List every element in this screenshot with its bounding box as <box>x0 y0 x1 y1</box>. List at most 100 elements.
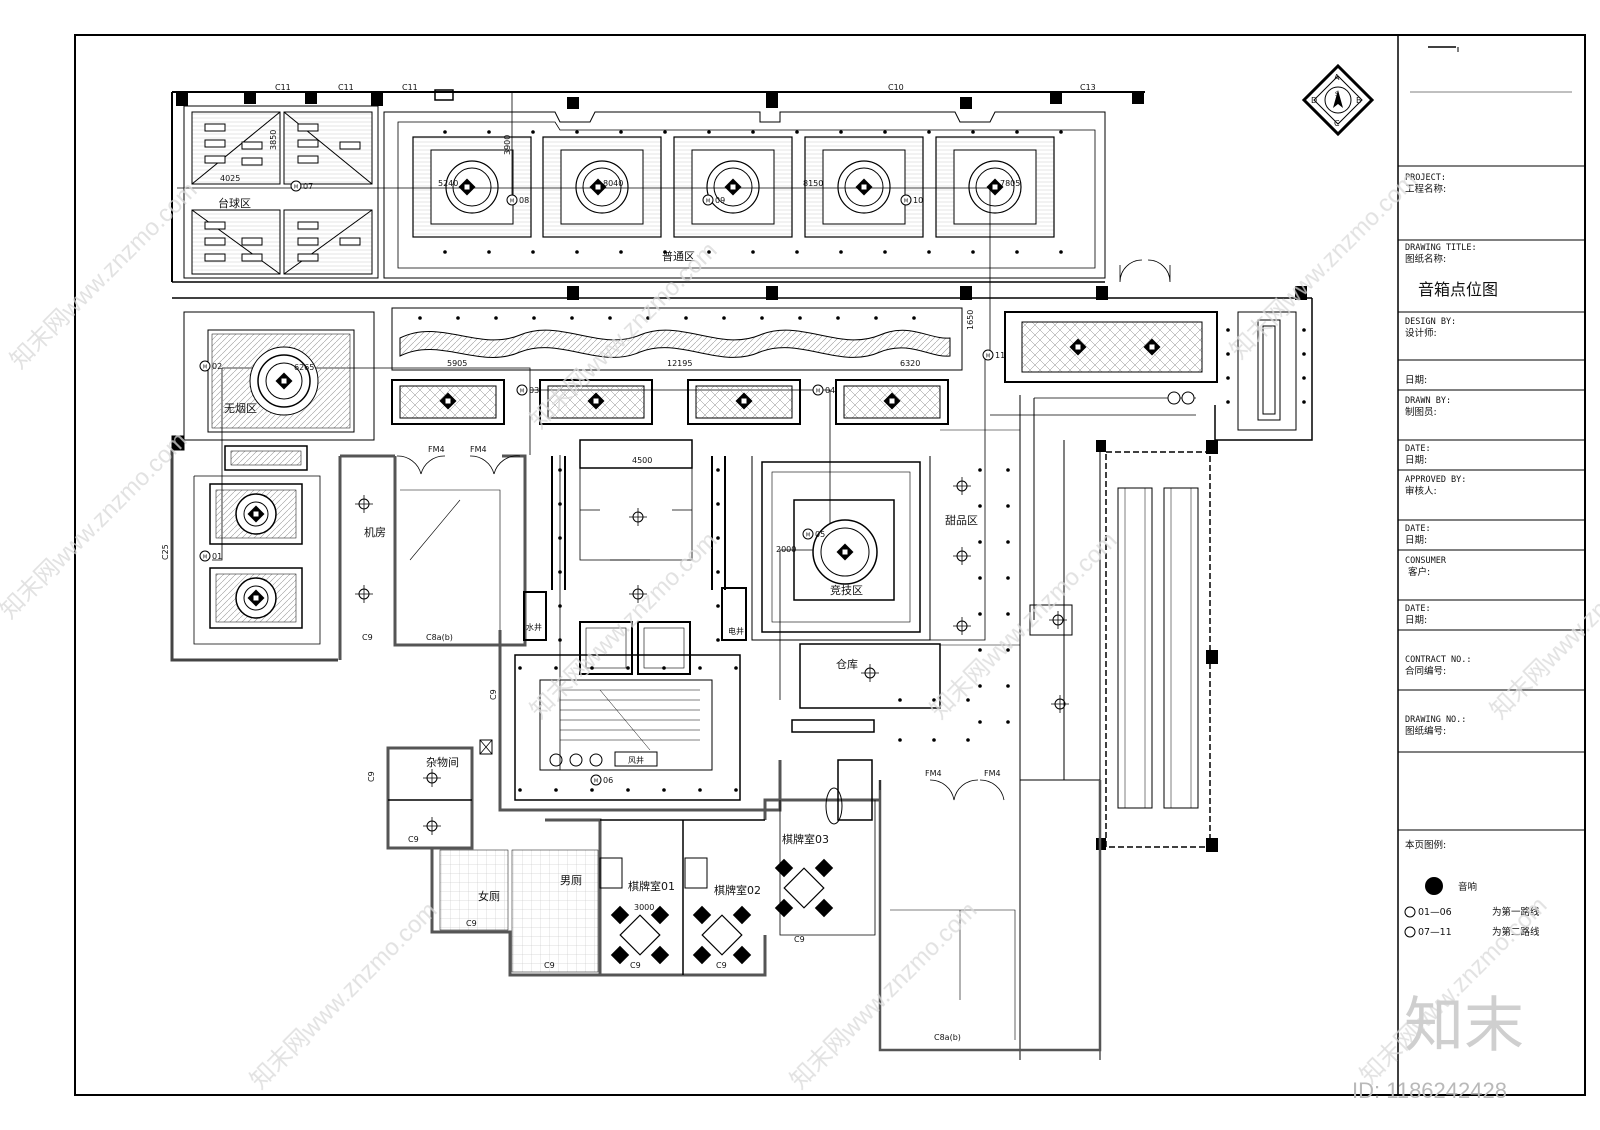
door-tag: C9 <box>408 835 419 844</box>
tb-project-en: PROJECT: <box>1405 173 1446 183</box>
downlight-dot <box>795 250 799 254</box>
door-tag: C10 <box>888 83 904 92</box>
tb-consumer-en: CONSUMER <box>1405 556 1447 566</box>
middle-band: 无烟区 6265 5905 12195 6320 1650 <box>183 259 1313 471</box>
watermark-text: 知末网www.znzmo.com <box>525 527 722 724</box>
downlight-dot <box>662 666 666 670</box>
legend-route2-range: 07—11 <box>1418 927 1452 938</box>
downlight-dot <box>798 316 802 320</box>
right-side: C8a(b) FM4 FM4 <box>878 395 1218 1060</box>
booth-panel <box>835 379 949 425</box>
downlight-dot <box>1006 468 1010 472</box>
speaker-symbol <box>589 178 607 196</box>
legend-speaker-label: 音响 <box>1458 881 1477 893</box>
downlight-dot <box>443 130 447 134</box>
downlight-dot <box>836 316 840 320</box>
downlight-dot <box>978 648 982 652</box>
speaker-crosshair <box>953 477 971 495</box>
dim-label: 4025 <box>220 174 240 183</box>
billiards-area: 台球区 4025 3850 <box>183 105 379 279</box>
downlight-dot <box>978 612 982 616</box>
watermark-text: 知末网www.znzmo.com <box>925 527 1122 724</box>
downlight-dot <box>590 788 594 792</box>
marker-number: 05 <box>815 530 825 539</box>
downlight-dot <box>1006 612 1010 616</box>
door-tag: C9 <box>362 633 373 642</box>
tb-date-en: DATE: <box>1405 524 1431 534</box>
tb-drawn-en: DRAWN BY: <box>1405 396 1451 406</box>
room-label-air-shaft: 风井 <box>628 755 644 765</box>
legend-route1-desc: 为第一路线 <box>1492 906 1540 918</box>
downlight-dot <box>978 576 982 580</box>
card-rooms: 棋牌室01 棋牌室02 棋牌室03 3000 C9 C9 C9 <box>598 759 880 977</box>
speaker-symbol <box>587 392 605 410</box>
downlight-dot <box>883 130 887 134</box>
downlight-dot <box>663 250 667 254</box>
watermark-id: ID: 1186242428 <box>1352 1078 1507 1103</box>
downlight-dot <box>626 666 630 670</box>
marker-number: 03 <box>529 386 539 395</box>
downlight-dot <box>558 536 562 540</box>
dim-label: 8150 <box>803 179 823 188</box>
downlight-dot <box>554 788 558 792</box>
speaker-symbol <box>836 543 854 561</box>
downlight-dot <box>874 316 878 320</box>
downlight-dot <box>1226 328 1230 332</box>
downlight-dot <box>734 666 738 670</box>
room-label-card-02: 棋牌室02 <box>714 883 761 897</box>
downlight-dot <box>898 738 902 742</box>
tb-approved-cn: 审核人: <box>1405 485 1437 497</box>
downlight-dot <box>1302 376 1306 380</box>
downlight-dot <box>971 130 975 134</box>
speaker-crosshair <box>629 508 647 526</box>
downlight-dot <box>684 316 688 320</box>
door-tag: C9 <box>716 961 727 970</box>
downlight-dot <box>716 570 720 574</box>
dim-label: 2000 <box>776 545 796 554</box>
card-table-icon <box>610 905 670 965</box>
svg-text:M: M <box>294 185 298 191</box>
compass-rose: A B C D S <box>1301 63 1375 137</box>
door-tag: FM4 <box>470 445 487 454</box>
speaker-symbol <box>724 178 742 196</box>
compass-label: A <box>1334 73 1340 82</box>
downlight-dot <box>663 130 667 134</box>
downlight-dot <box>619 130 623 134</box>
svg-text:M: M <box>520 389 524 395</box>
watermark-text: 知末网www.znzmo.com <box>785 897 982 1094</box>
dim-label: 5905 <box>447 359 467 368</box>
downlight-dot <box>716 604 720 608</box>
speaker-crosshair <box>423 769 441 787</box>
dim-label: 4500 <box>632 456 652 465</box>
downlight-dot <box>932 698 936 702</box>
tb-drawn-cn: 制图员: <box>1405 406 1437 418</box>
downlight-dot <box>590 666 594 670</box>
door-tag: C11 <box>338 83 354 92</box>
speaker-crosshair <box>1049 611 1067 629</box>
tb-drawing-no-cn: 图纸编号: <box>1405 725 1446 737</box>
door-tag: C25 <box>161 544 170 560</box>
downlight-dot <box>978 540 982 544</box>
tb-contract-cn: 合同编号: <box>1405 665 1446 677</box>
room-label-general: 普通区 <box>662 249 695 263</box>
title-block: PROJECT: 工程名称: DRAWING TITLE: 图纸名称: 音箱点位… <box>1398 46 1585 938</box>
center-core: 4500 风井 C9 电井 <box>489 439 782 812</box>
svg-text:M: M <box>904 199 908 205</box>
speaker-crosshair <box>355 495 373 513</box>
downlight-dot <box>1226 400 1230 404</box>
booth-panel <box>687 379 801 425</box>
door-tag: C9 <box>489 689 498 700</box>
downlight-dot <box>898 698 902 702</box>
tb-design-cn: 设计师: <box>1405 327 1437 339</box>
downlight-dot <box>932 738 936 742</box>
downlight-dot <box>795 130 799 134</box>
downlight-dot <box>1302 400 1306 404</box>
downlight-dot <box>1226 376 1230 380</box>
tb-design-en: DESIGN BY: <box>1405 317 1456 327</box>
downlight-dot <box>1006 684 1010 688</box>
svg-text:M: M <box>806 533 810 539</box>
downlight-dot <box>1302 328 1306 332</box>
